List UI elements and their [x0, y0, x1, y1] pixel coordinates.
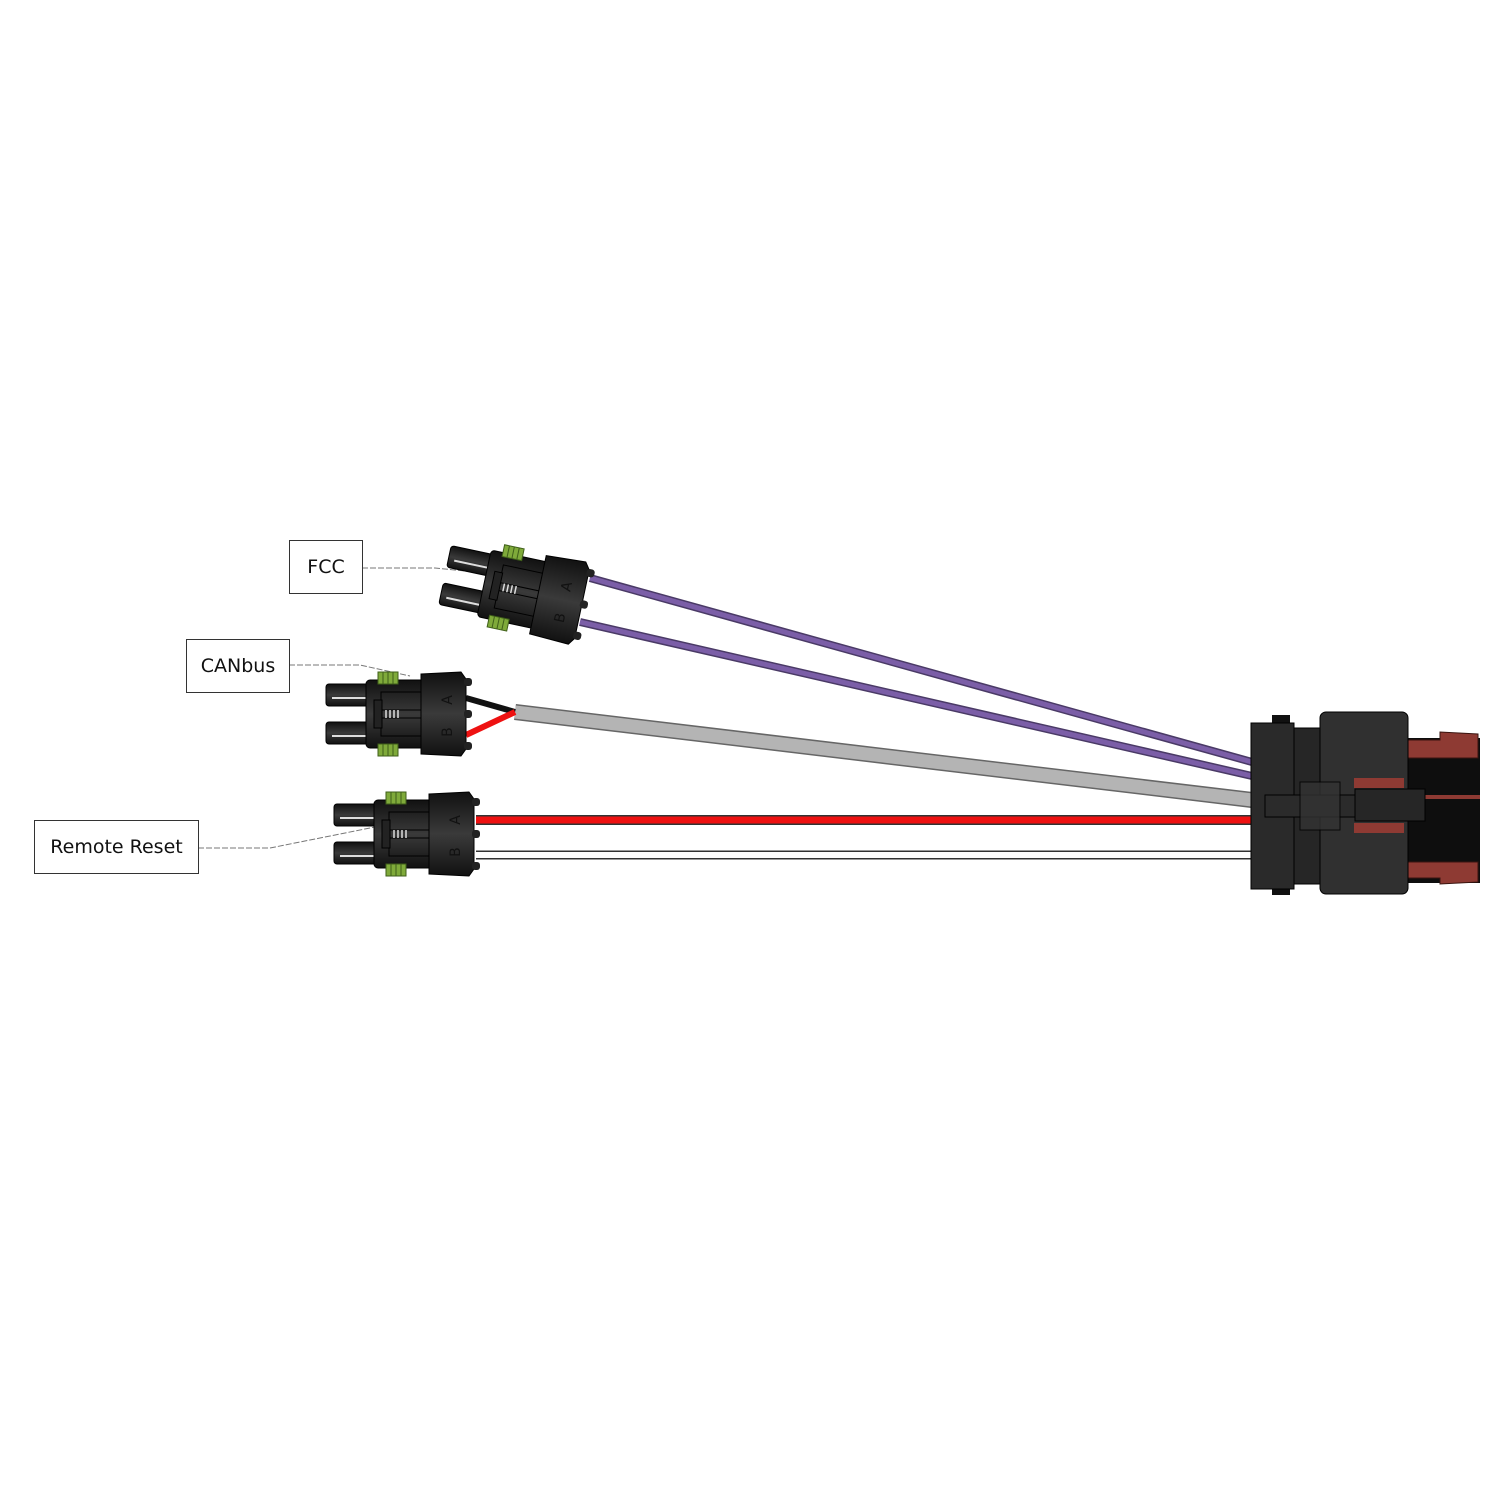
canbus-wires: [464, 695, 1253, 808]
fcc-pin-b-label: B: [552, 612, 570, 625]
main-connector: [1250, 711, 1480, 895]
fcc-pin-a-label: A: [558, 580, 576, 593]
fcc-label: FCC: [289, 540, 363, 594]
canbus-pin-a-label: A: [440, 695, 456, 705]
remote-reset-leader-line: [198, 825, 381, 849]
canbus-label: CANbus: [186, 639, 290, 693]
fcc-wires: [579, 574, 1254, 780]
remote-reset-pin-a-label: A: [448, 815, 464, 825]
fcc-connector: A B: [435, 532, 598, 648]
remote-reset-label: Remote Reset: [34, 820, 199, 874]
remote-reset-connector: A B: [333, 791, 481, 877]
remote-reset-pin-b-label: B: [448, 847, 464, 857]
canbus-pin-b-label: B: [440, 727, 456, 737]
canbus-connector: A B: [325, 671, 473, 757]
remote-reset-wires: [476, 815, 1252, 860]
